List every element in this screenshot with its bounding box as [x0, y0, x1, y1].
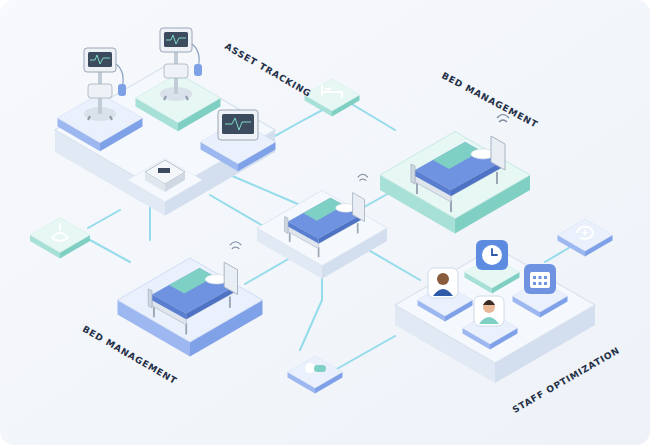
- staff-avatar: [428, 268, 458, 298]
- calendar-icon: [524, 264, 556, 294]
- pill-icon: [305, 363, 326, 373]
- staff-avatar: [474, 296, 504, 326]
- infusion-pump: [145, 160, 185, 192]
- clock-icon: [476, 240, 508, 270]
- bottle-icon: [52, 224, 68, 241]
- refresh-icon: [577, 227, 593, 239]
- patient-monitor: [218, 110, 258, 140]
